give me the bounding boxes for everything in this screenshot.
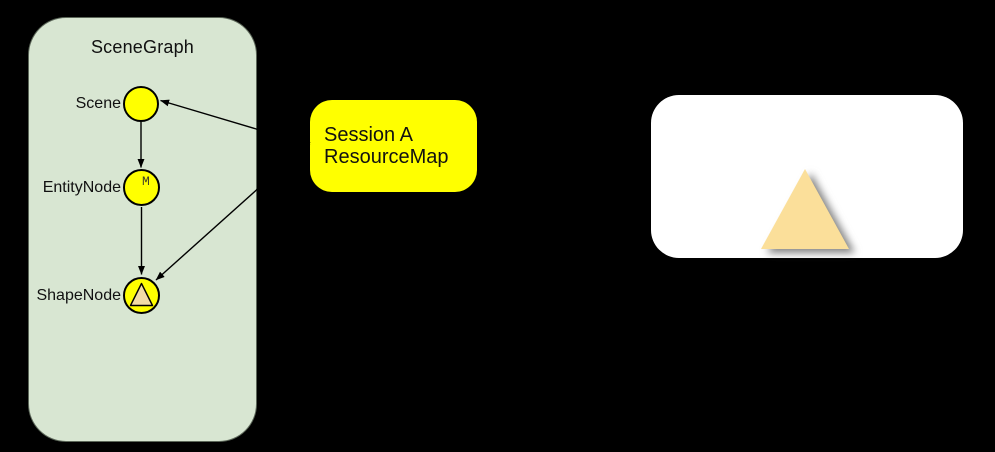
rendered-triangle-icon — [761, 169, 849, 249]
node-scene — [123, 86, 159, 122]
session-box-line2: ResourceMap — [324, 146, 449, 168]
node-scene-label: Scene — [75, 95, 121, 112]
scenegraph-title: SceneGraph — [90, 37, 195, 57]
node-entitynode-label: EntityNode — [42, 179, 121, 196]
session-resourcemap-box: Session A ResourceMap — [310, 100, 477, 192]
node-shapenode-label: ShapeNode — [36, 287, 121, 304]
session-box-line1: Session A — [324, 124, 413, 146]
node-entitynode: M — [123, 169, 160, 206]
node-shapenode — [123, 277, 160, 314]
render-panel — [651, 95, 963, 258]
scenegraph-container — [28, 17, 257, 442]
triangle-icon — [129, 282, 154, 307]
node-entitynode-symbol: M — [142, 174, 150, 189]
